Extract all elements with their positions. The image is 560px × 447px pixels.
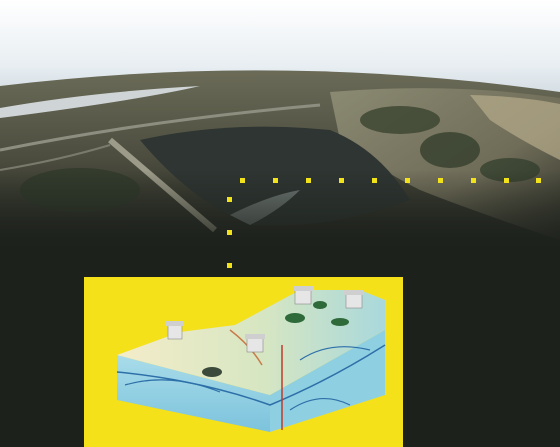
building-icon bbox=[166, 321, 184, 340]
block-front bbox=[117, 355, 270, 432]
marker-dots bbox=[227, 178, 541, 268]
vegetation bbox=[420, 132, 480, 168]
building-icon bbox=[344, 290, 364, 309]
flow-arrow bbox=[289, 397, 351, 411]
vegetation bbox=[360, 106, 440, 134]
marker-dot bbox=[372, 178, 377, 183]
water-table bbox=[116, 344, 386, 406]
track bbox=[0, 144, 111, 171]
building-icon bbox=[293, 286, 313, 305]
flow-arrow bbox=[299, 346, 371, 361]
marker-dot bbox=[306, 178, 311, 183]
tree-icon bbox=[331, 318, 349, 326]
block-side bbox=[270, 330, 385, 432]
marker-dot bbox=[339, 178, 344, 183]
flow-arrow bbox=[124, 379, 221, 393]
aquifer-diagram bbox=[84, 277, 403, 447]
marker-dot bbox=[227, 263, 232, 268]
marker-dot bbox=[438, 178, 443, 183]
marker-dot bbox=[227, 230, 232, 235]
marker-dot bbox=[471, 178, 476, 183]
marker-dot bbox=[273, 178, 278, 183]
tree-icon bbox=[285, 313, 305, 323]
shadow-fade bbox=[0, 170, 560, 260]
tree-icon bbox=[313, 301, 327, 309]
sand-dune bbox=[470, 95, 560, 160]
marker-dot bbox=[227, 197, 232, 202]
building-icon bbox=[245, 334, 265, 353]
tree-icon bbox=[202, 367, 222, 377]
marker-dot bbox=[504, 178, 509, 183]
road bbox=[0, 103, 321, 152]
marker-dot bbox=[240, 178, 245, 183]
marker-dot bbox=[405, 178, 410, 183]
lagoon bbox=[0, 86, 200, 118]
marker-dot bbox=[536, 178, 541, 183]
